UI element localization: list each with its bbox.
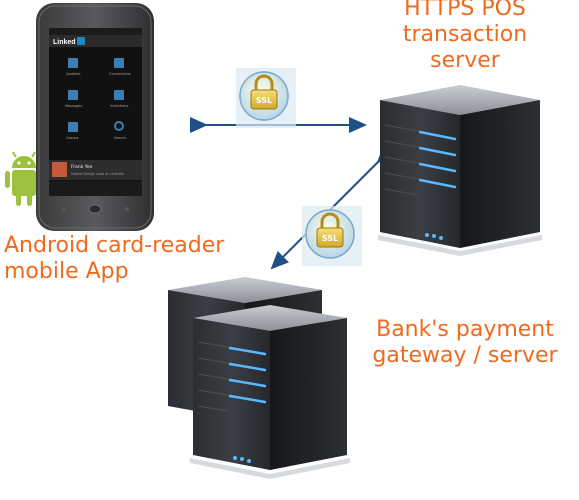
pos-server-label: HTTPS POS transaction server [380,0,550,74]
ssl-badge-bottom: SSL [302,206,362,266]
pos-server-label-line-3: server [430,48,500,73]
bank-server-label-line-2: gateway / server [372,343,558,368]
menu-label-messages: Messages [65,104,82,108]
menu-label-groups: Groups [66,136,79,140]
android-phone: Linked Updates Connections Messages Invi… [36,3,154,231]
bank-server-label: Bank's payment gateway / server [350,317,579,369]
pos-server-label-line-1: HTTPS POS [404,0,526,21]
app-header-text: Linked [53,39,76,46]
menu-label-search: Search [114,136,126,140]
notification-title: Frank Yee [71,164,93,170]
ssl-badge-top: SSL [236,68,296,128]
bank-server-front-icon [190,305,350,479]
ssl-label-bottom: SSL [322,234,338,243]
notification-text: Mobile Design Lead at LinkedIn [71,172,124,176]
menu-label-connections: Connections [109,72,131,76]
mobile-app-label-line-1: Android card-reader [4,233,225,258]
menu-label-invitations: Invitations [110,104,129,108]
menu-label-updates: Updates [66,72,81,76]
pos-server-label-line-2: transaction [402,22,528,47]
mobile-app-label: Android card-reader mobile App [4,233,224,285]
pos-server-icon [378,85,542,256]
app-menu-grid: Updates Connections Messages Invitations… [65,58,131,140]
ssl-label-top: SSL [256,96,272,105]
bank-server-label-line-1: Bank's payment [376,317,554,342]
mobile-app-label-line-2: mobile App [4,259,129,284]
